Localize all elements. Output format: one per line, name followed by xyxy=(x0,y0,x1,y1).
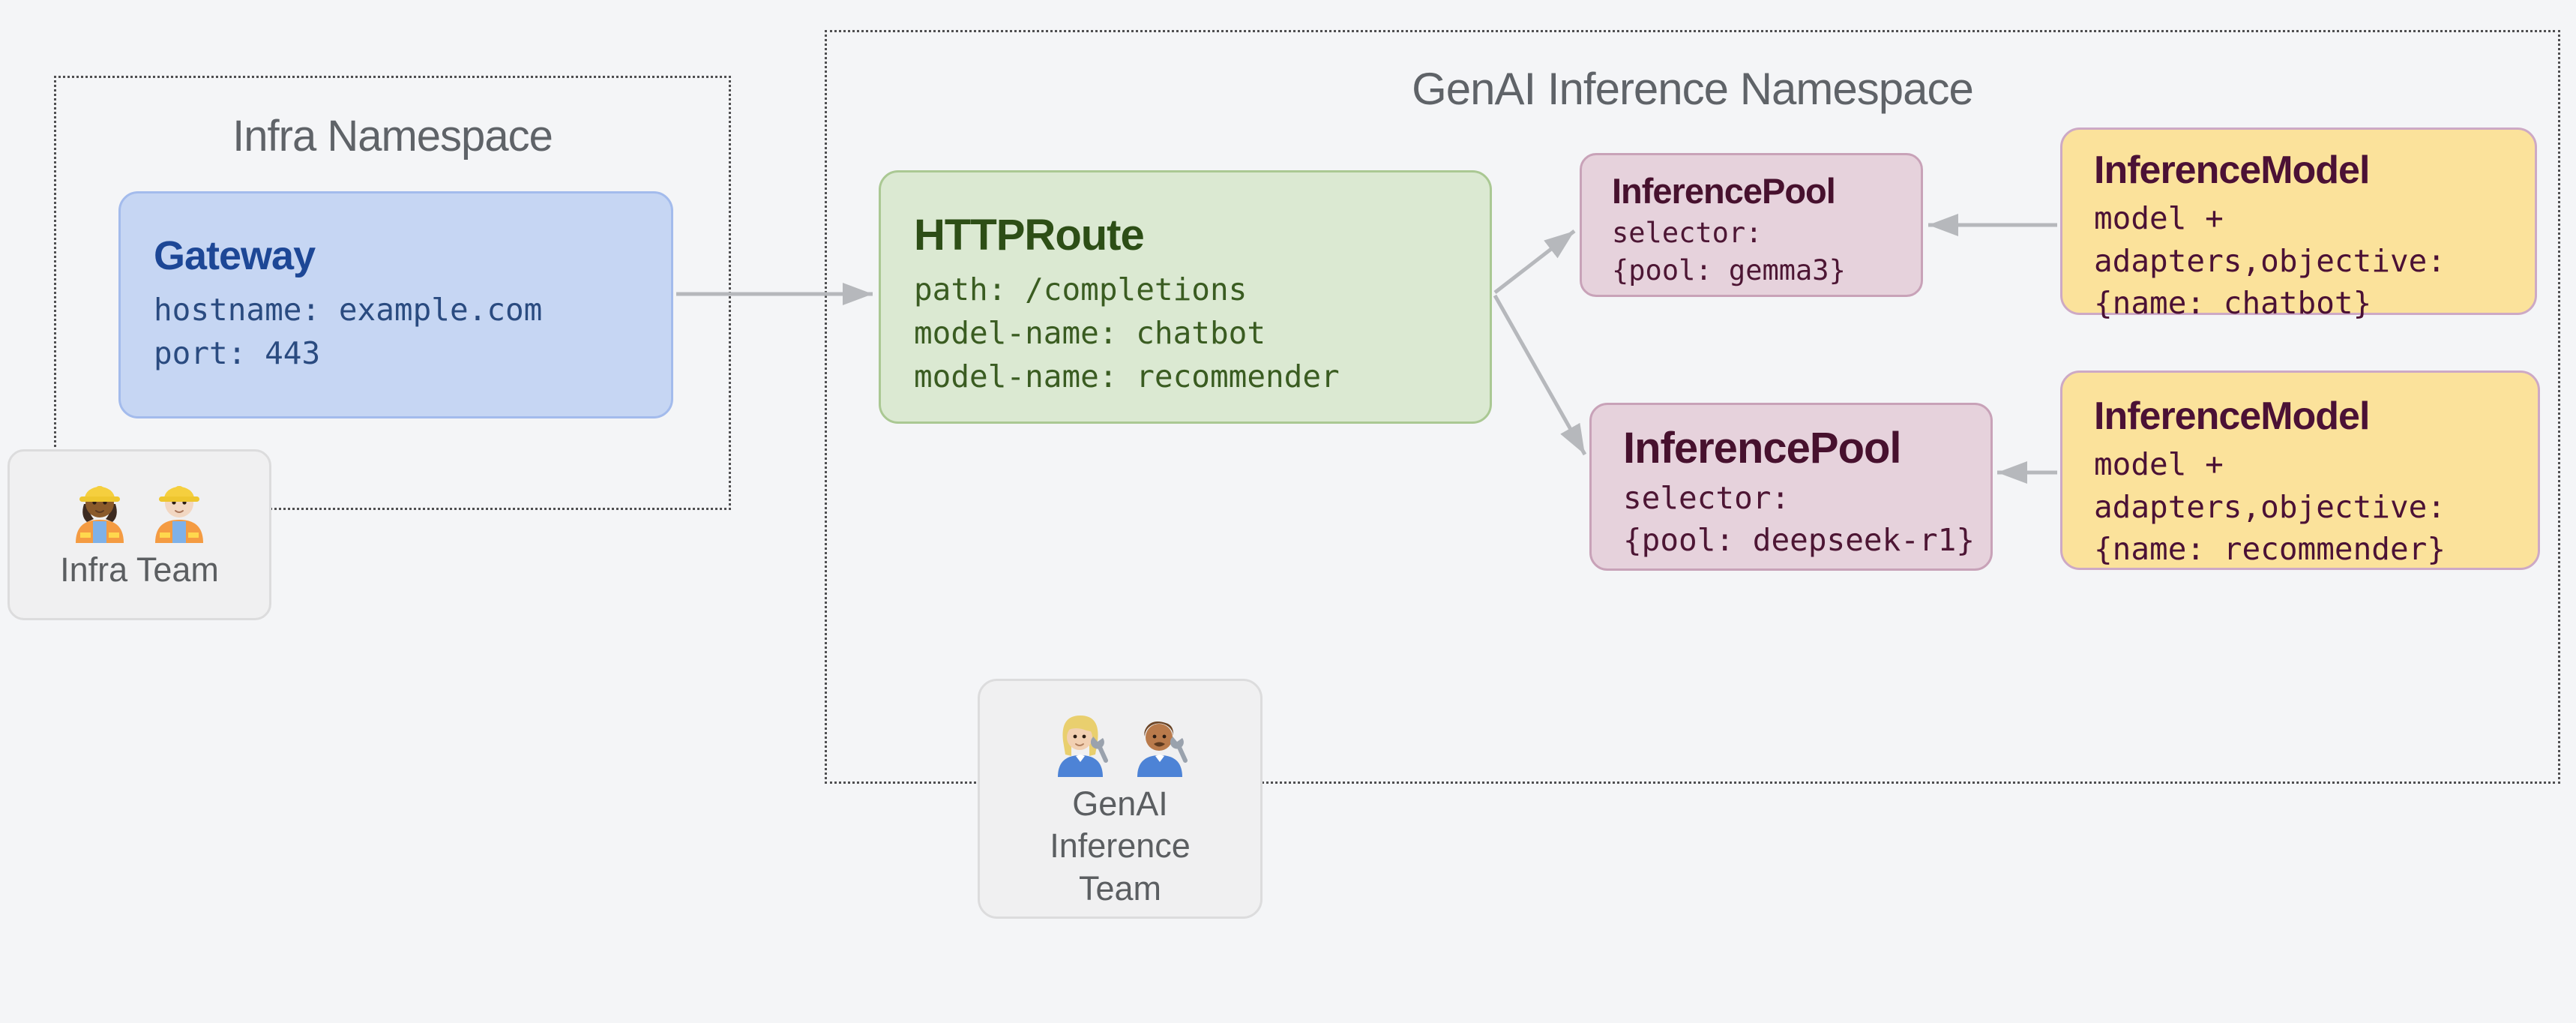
gateway-title: Gateway xyxy=(154,233,316,278)
woman-mechanic-emoji xyxy=(1058,716,1108,777)
gateway-hostname: hostname: example.com xyxy=(154,292,543,328)
httproute-title: HTTPRoute xyxy=(914,211,1145,260)
arrow-httproute-to-pool1 xyxy=(1493,230,1576,294)
inference-model-chatbot-node: InferenceModel model + adapters,objectiv… xyxy=(2060,128,2537,321)
httproute-path: path: /completions xyxy=(914,272,1248,308)
infra-namespace-label: Infra Namespace xyxy=(232,112,553,160)
inference-pool-1-title: InferencePool xyxy=(1612,171,1836,211)
inference-pool-gemma3-node: InferencePool selector: {pool: gemma3} xyxy=(1580,153,1923,297)
inference-pool-1-selector: selector: xyxy=(1612,217,1763,249)
genai-team-label: GenAI Inference Team xyxy=(1050,784,1191,908)
inference-model-2-title: InferenceModel xyxy=(2094,394,2370,438)
httproute-model-chatbot: model-name: chatbot xyxy=(914,315,1266,352)
inference-model-recommender-node: InferenceModel model + adapters,objectiv… xyxy=(2060,370,2540,570)
infra-team-emojis xyxy=(62,468,217,543)
inference-model-2-line2: adapters,objective: xyxy=(2094,488,2446,525)
genai-team-emojis xyxy=(1043,702,1197,777)
woman-construction-worker-emoji xyxy=(76,486,124,543)
inference-model-1-line2: adapters,objective: xyxy=(2094,242,2446,279)
infra-team-card: Infra Team xyxy=(7,449,271,620)
arrow-httproute-to-pool2 xyxy=(1493,294,1587,456)
gateway-port: port: 443 xyxy=(154,335,321,372)
httproute-node: HTTPRoute path: /completions model-name:… xyxy=(879,170,1492,424)
man-mechanic-emoji xyxy=(1137,722,1188,777)
inference-model-2-line1: model + xyxy=(2094,446,2224,482)
gateway-node: Gateway hostname: example.com port: 443 xyxy=(118,191,673,418)
infra-team-label: Infra Team xyxy=(60,550,219,589)
inference-pool-1-value: {pool: gemma3} xyxy=(1612,254,1846,287)
inference-pool-2-title: InferencePool xyxy=(1623,424,1902,472)
inference-model-1-title: InferenceModel xyxy=(2094,148,2370,192)
genai-namespace-label: GenAI Inference Namespace xyxy=(1412,64,1974,114)
inference-model-1-line1: model + xyxy=(2094,200,2224,236)
inference-pool-2-value: {pool: deepseek-r1} xyxy=(1623,521,1975,558)
httproute-model-recommender: model-name: recommender xyxy=(914,358,1340,395)
man-construction-worker-emoji xyxy=(155,486,203,543)
inference-model-2-line3: {name: recommender} xyxy=(2094,531,2446,568)
inference-pool-2-selector: selector: xyxy=(1623,480,1790,516)
inference-pool-deepseek-node: InferencePool selector: {pool: deepseek-… xyxy=(1589,403,1993,571)
genai-namespace-box xyxy=(825,30,2560,784)
genai-team-card: GenAI Inference Team xyxy=(978,679,1263,919)
inference-model-1-line3: {name: chatbot} xyxy=(2094,285,2372,322)
